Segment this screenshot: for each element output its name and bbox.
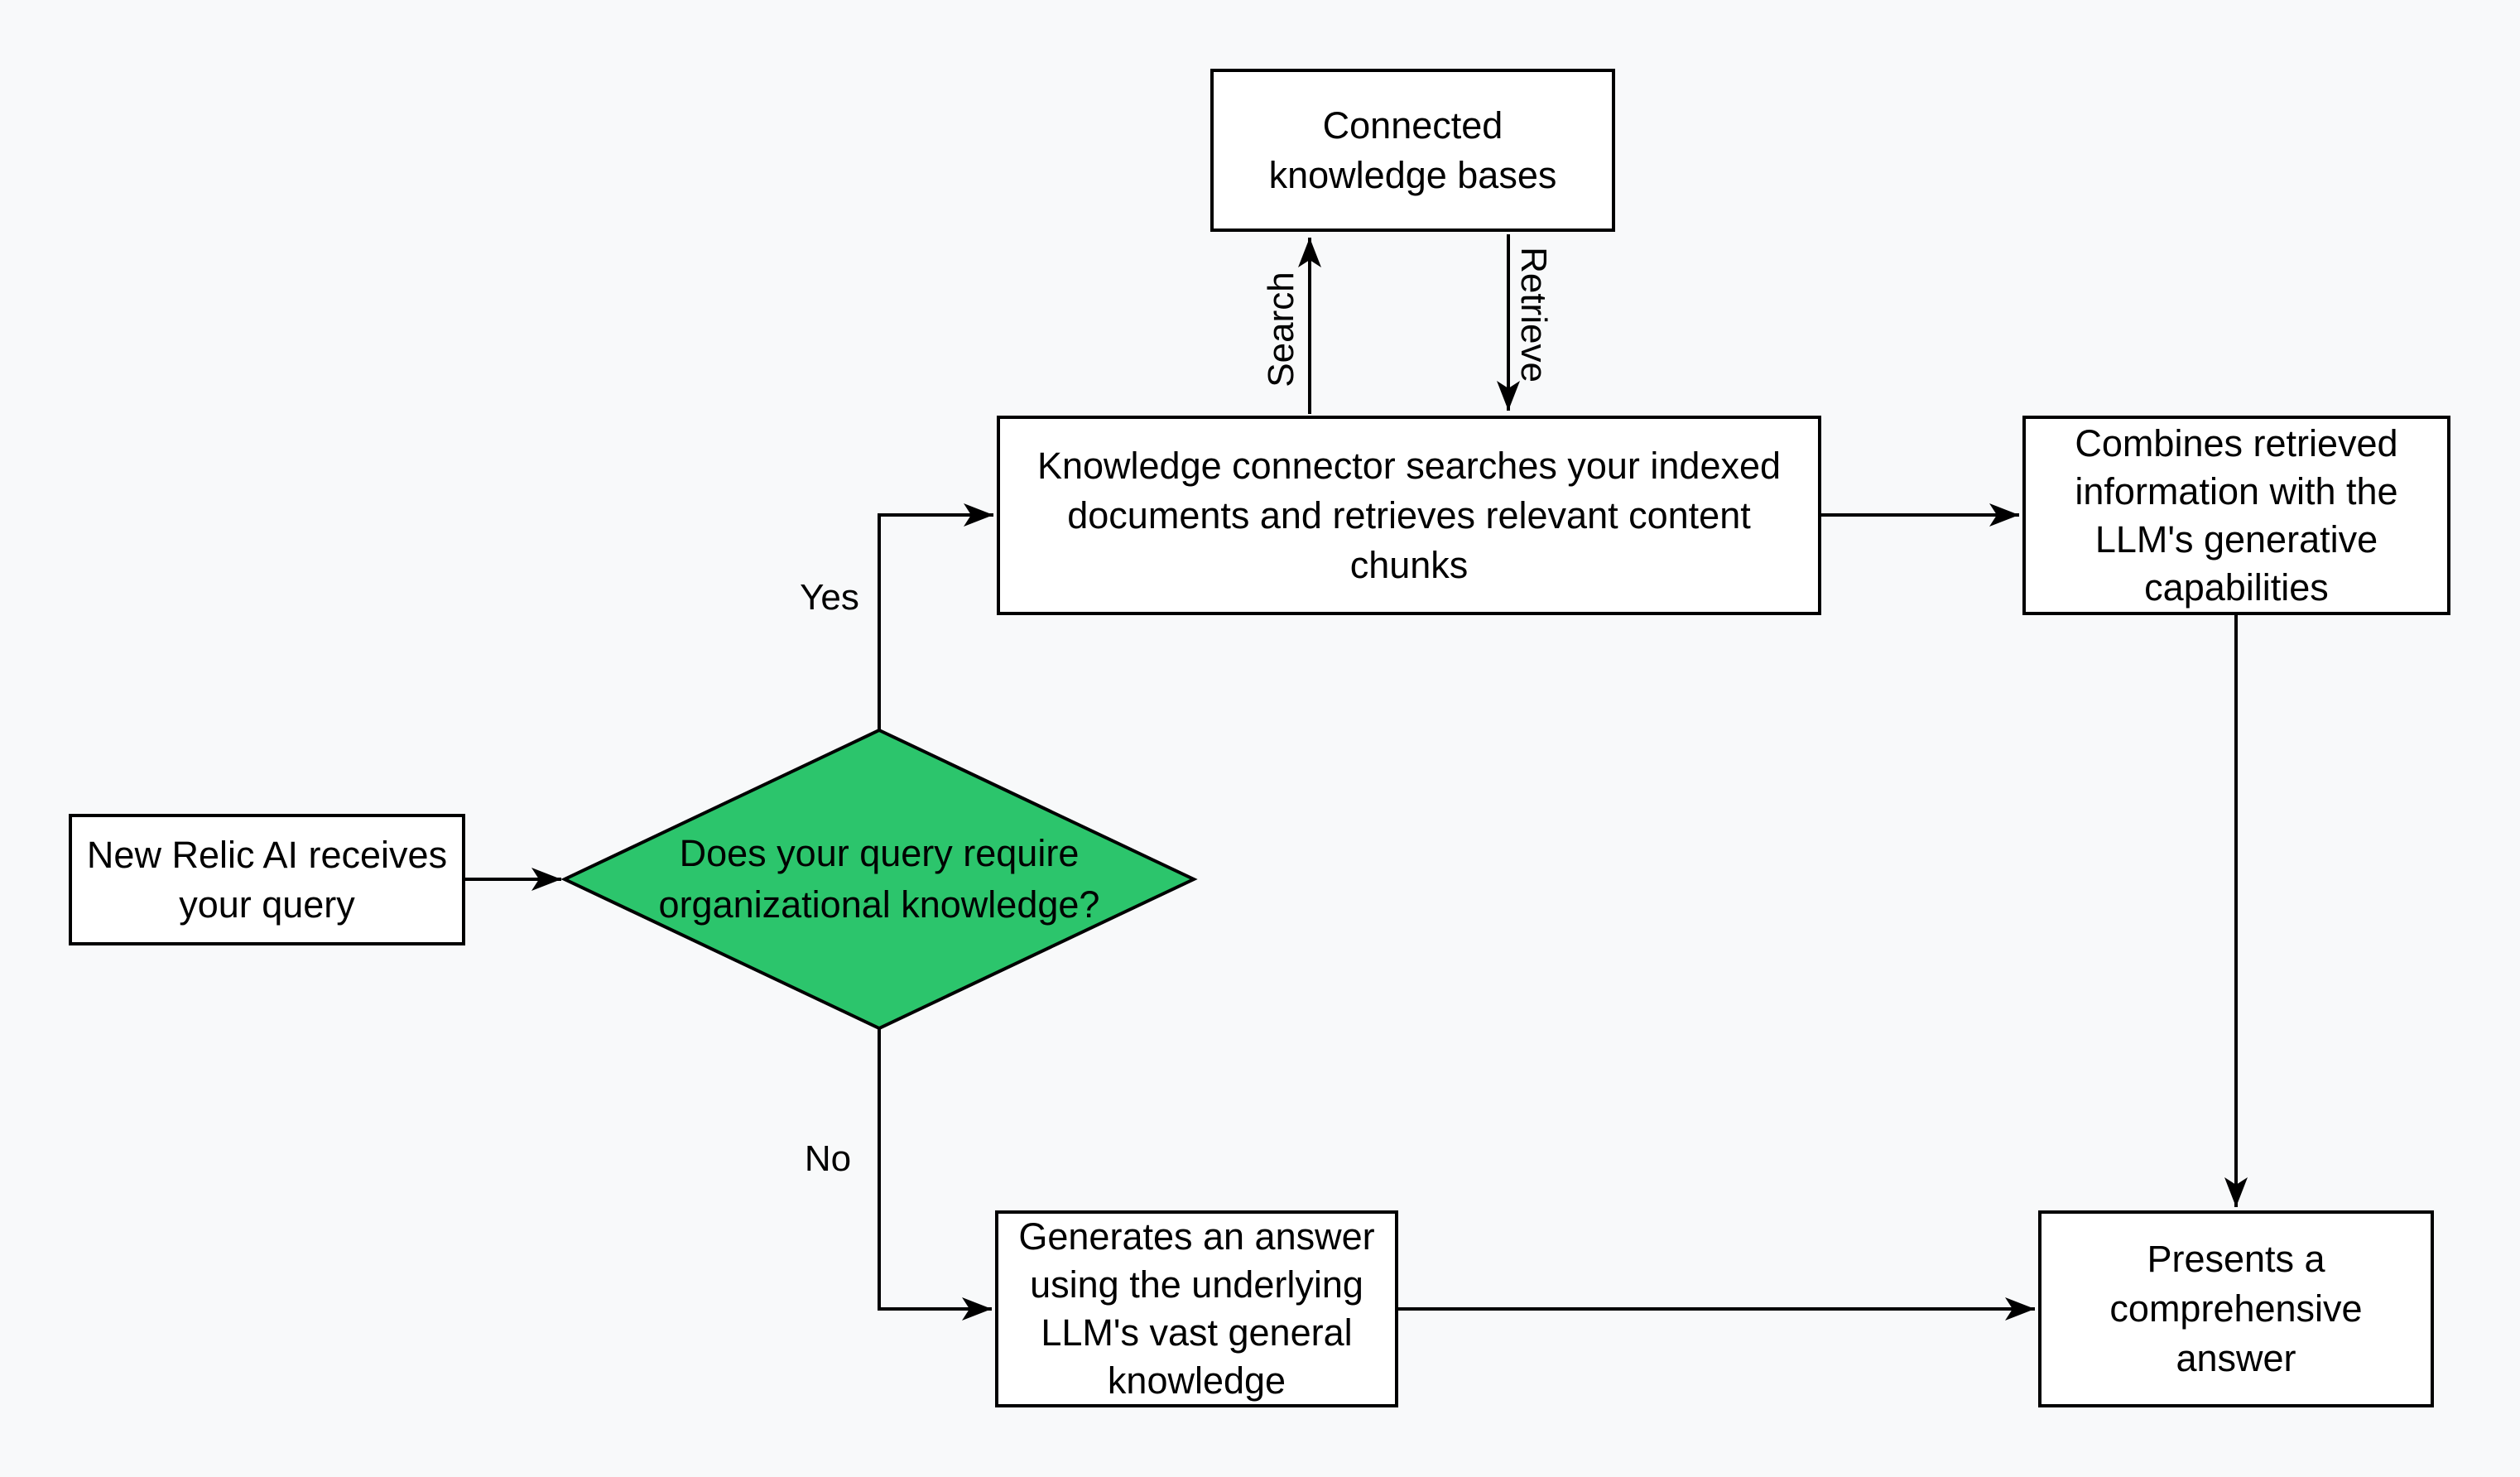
node-combines-retrieved: Combines retrieved information with the … <box>2022 416 2450 615</box>
node-decision-label: Does your query require organizational k… <box>658 832 1100 926</box>
node-presents-answer: Presents a comprehensive answer <box>2038 1210 2434 1407</box>
edge-label-retrieve: Retrieve <box>1513 247 1554 382</box>
edge-label-no: No <box>804 1138 852 1179</box>
edge-no <box>878 1028 992 1321</box>
node-connected-knowledge-bases: Connected knowledge bases <box>1210 69 1615 232</box>
edge-yes <box>878 503 993 730</box>
node-new-relic-receives-query: New Relic AI receives your query <box>69 814 465 945</box>
edge-label-search: Search <box>1261 272 1301 387</box>
node-generates-answer: Generates an answer using the underlying… <box>995 1210 1398 1407</box>
edge-label-yes: Yes <box>800 577 859 618</box>
node-knowledge-connector: Knowledge connector searches your indexe… <box>997 416 1821 615</box>
